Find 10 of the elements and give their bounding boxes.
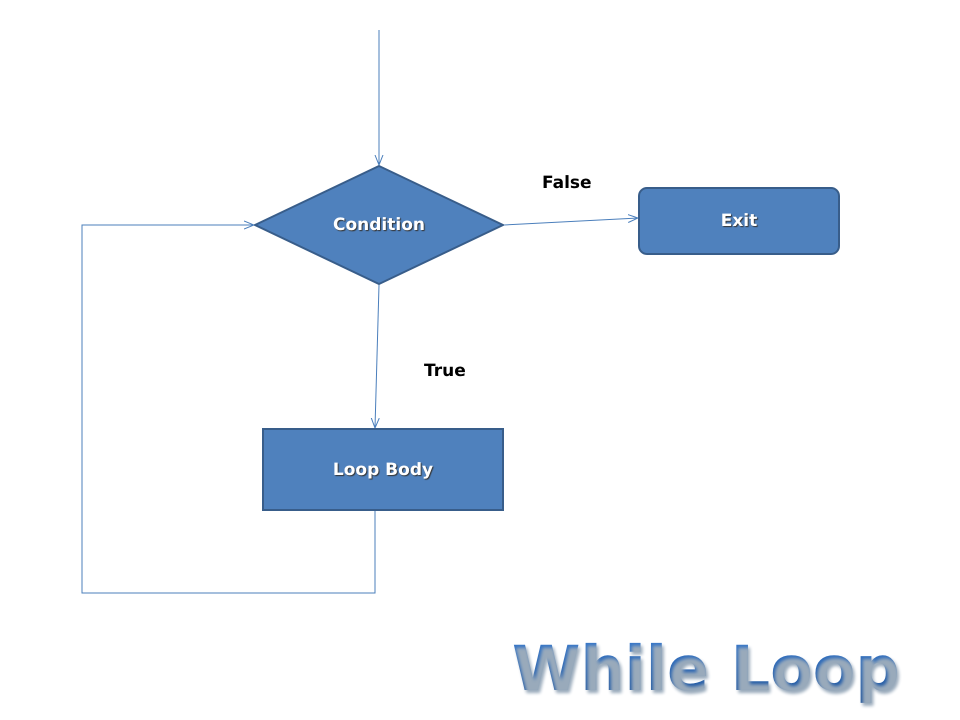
node-label: Exit xyxy=(720,211,758,231)
arrow xyxy=(82,220,376,594)
arrow xyxy=(504,214,638,226)
decision-diamond xyxy=(254,165,504,285)
arrow xyxy=(374,30,384,166)
node-label: Loop Body xyxy=(332,460,434,480)
process-box xyxy=(262,428,504,511)
arrow xyxy=(370,284,380,428)
node-label: Condition xyxy=(333,215,425,235)
terminal-box xyxy=(638,187,840,255)
